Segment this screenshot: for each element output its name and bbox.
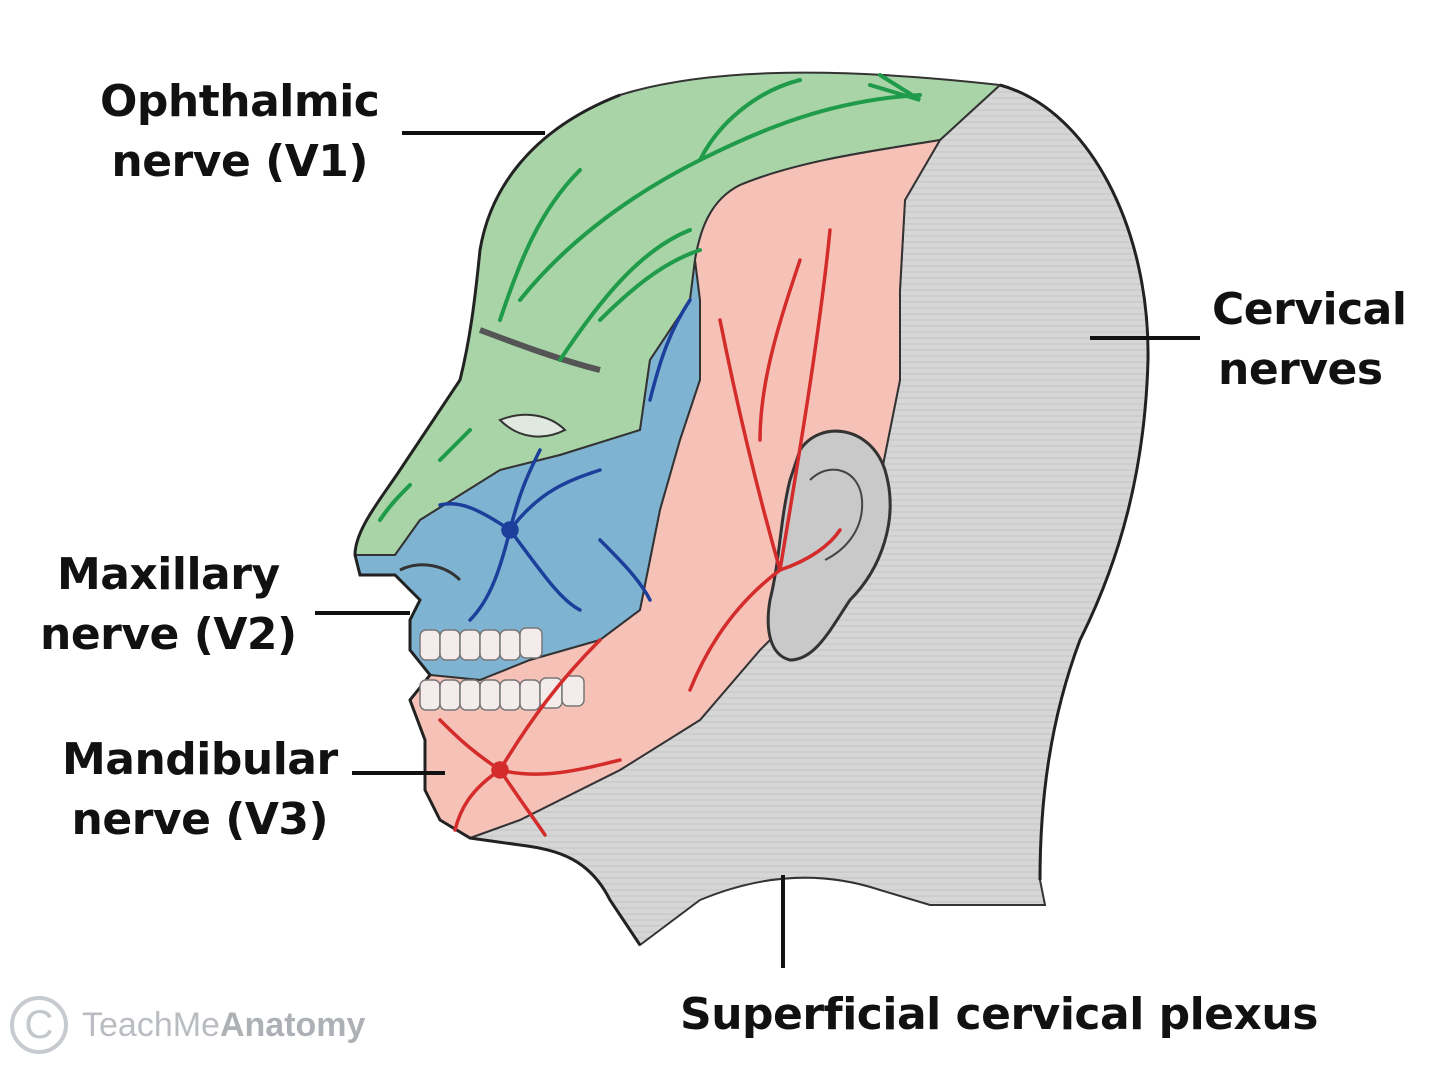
label-mandibular-line1: Mandibular [62, 734, 338, 785]
mandibular-nerve-branches [438, 228, 842, 837]
watermark-brand-bold: Anatomy [219, 1005, 366, 1044]
watermark-brand-light: TeachMe [82, 1005, 220, 1044]
label-mandibular: Mandibular nerve (V3) [62, 730, 338, 850]
label-superficial-cervical-plexus: Superficial cervical plexus [680, 989, 1318, 1040]
label-ophthalmic-line1: Ophthalmic [100, 76, 380, 127]
ophthalmic-nerve-branches [378, 73, 922, 522]
label-maxillary-line2: nerve (V2) [40, 609, 297, 660]
ear-inner [809, 468, 864, 561]
label-ophthalmic-line2: nerve (V1) [111, 136, 368, 187]
nostril [399, 563, 462, 582]
leader-lines [315, 131, 1200, 968]
copyright-icon: C [10, 996, 68, 1054]
label-mandibular-line2: nerve (V3) [71, 794, 329, 845]
label-cervical: Cervical nerves [1212, 280, 1407, 400]
mandibular-region [408, 138, 942, 840]
label-maxillary: Maxillary nerve (V2) [40, 545, 297, 665]
eye [498, 413, 567, 438]
label-ophthalmic: Ophthalmic nerve (V1) [100, 72, 380, 192]
face-outline [353, 93, 642, 946]
label-cervical-line1: Cervical [1212, 284, 1407, 335]
label-maxillary-line1: Maxillary [56, 549, 280, 600]
maxillary-nerve-branches [438, 298, 692, 622]
eyebrow [478, 327, 601, 373]
back-of-head-outline [999, 83, 1150, 881]
label-cervical-line2: nerves [1218, 344, 1383, 395]
